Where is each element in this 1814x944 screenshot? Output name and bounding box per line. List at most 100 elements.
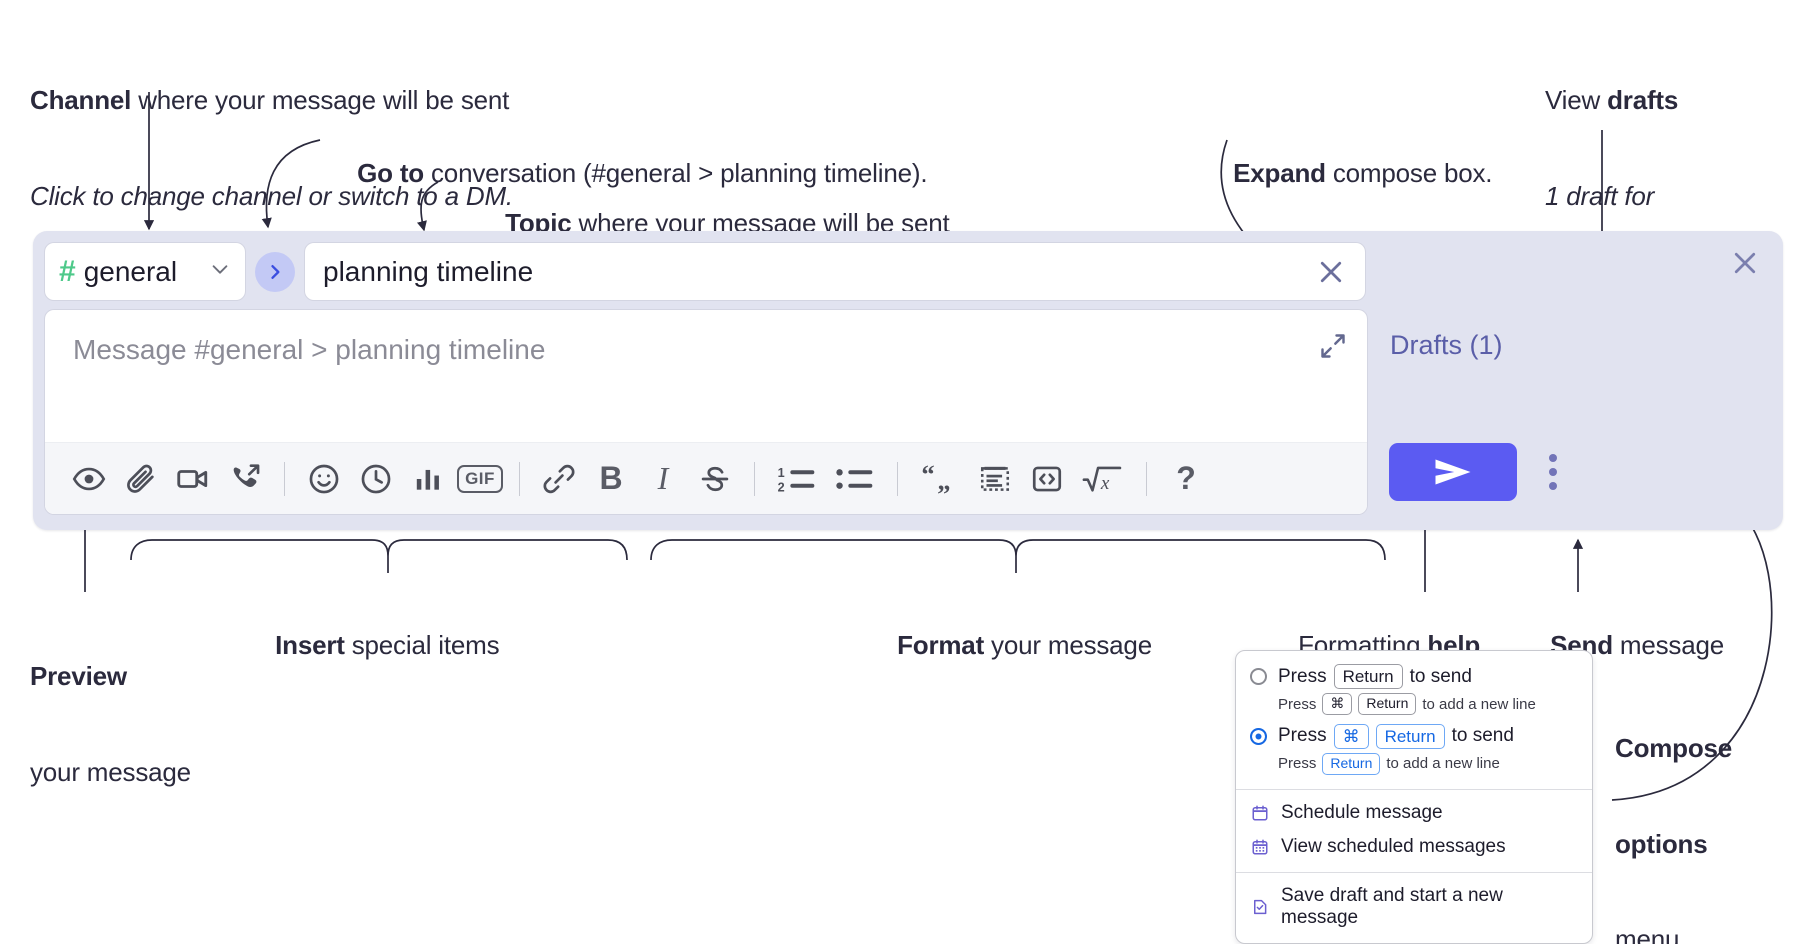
code-block-icon xyxy=(980,466,1010,491)
ordered-list-button[interactable]: 1 2 xyxy=(768,453,826,505)
annotation-format-bold: Format xyxy=(897,629,985,660)
topic-clear-button[interactable] xyxy=(1311,252,1351,292)
emoji-button[interactable] xyxy=(298,453,350,505)
emoji-icon xyxy=(309,464,339,493)
compose-panel: # general planning timeline xyxy=(33,231,1783,530)
send-option-cmd-return[interactable]: Press ⌘ Return to send xyxy=(1236,721,1592,752)
hash-icon: # xyxy=(59,254,76,288)
message-input-box[interactable]: Message #general > planning timeline xyxy=(45,310,1367,514)
latex-icon: x xyxy=(1082,466,1122,493)
menu-divider xyxy=(1236,788,1592,790)
key-return: Return xyxy=(1322,753,1381,775)
strikethrough-button[interactable] xyxy=(689,453,741,505)
annotation-compose-options: Compose options menu xyxy=(1615,670,1732,944)
drafts-link[interactable]: Drafts (1) xyxy=(1390,330,1503,360)
annotation-insert: Insert special items xyxy=(247,598,500,693)
kebab-menu-icon xyxy=(1549,482,1557,490)
menu-divider xyxy=(1236,871,1592,873)
annotation-compose-rest: menu xyxy=(1615,923,1680,944)
option-pre: Press xyxy=(1278,665,1327,687)
attach-file-button[interactable] xyxy=(115,453,167,505)
message-placeholder: Message #general > planning timeline xyxy=(73,334,546,365)
send-icon xyxy=(1435,459,1471,485)
latex-button[interactable]: x xyxy=(1073,453,1133,505)
channel-selector[interactable]: # general xyxy=(45,243,245,300)
annotation-send: Send message xyxy=(1522,598,1724,693)
bold-button[interactable]: B xyxy=(585,453,637,505)
kebab-menu-icon xyxy=(1549,454,1557,462)
svg-text:2: 2 xyxy=(778,480,785,494)
key-return: Return xyxy=(1375,723,1445,749)
menu-item-label: Save draft and start a new message xyxy=(1281,884,1503,928)
annotation-goto: Go to conversation (#general > planning … xyxy=(329,126,927,221)
annotation-drafts-pre: View xyxy=(1545,85,1608,116)
goto-conversation-button[interactable] xyxy=(255,251,295,292)
code-button[interactable] xyxy=(1021,453,1073,505)
topic-input[interactable]: planning timeline xyxy=(305,243,1365,300)
toolbar-separator xyxy=(754,461,755,496)
bold-icon: B xyxy=(599,460,623,496)
svg-text:“: “ xyxy=(921,462,934,489)
clock-icon xyxy=(361,464,391,493)
annotation-compose-bold-2: options xyxy=(1615,828,1708,859)
menu-item-save-draft[interactable]: Save draft and start a new message xyxy=(1236,879,1592,939)
option-pre: Press xyxy=(1278,725,1327,747)
poll-icon xyxy=(416,469,439,490)
link-button[interactable] xyxy=(533,453,585,505)
annotation-preview-rest: your message xyxy=(30,756,191,787)
video-icon xyxy=(177,469,208,488)
formatting-help-button[interactable]: ? xyxy=(1160,453,1212,505)
ordered-list-icon: 1 2 xyxy=(778,466,815,494)
panel-close-button[interactable] xyxy=(1727,245,1763,281)
chevron-down-icon xyxy=(209,258,231,285)
menu-item-view-scheduled[interactable]: View scheduled messages xyxy=(1236,830,1592,864)
gif-button[interactable]: GIF xyxy=(454,453,506,505)
menu-item-label: Schedule message xyxy=(1281,801,1443,823)
audio-clip-button[interactable] xyxy=(219,453,271,505)
svg-text:x: x xyxy=(1100,472,1110,493)
annotation-insert-rest: special items xyxy=(344,629,500,660)
poll-button[interactable] xyxy=(402,453,454,505)
preview-icon xyxy=(72,467,106,490)
annotation-preview: Preview your message xyxy=(30,598,191,852)
sub-pre: Press xyxy=(1278,695,1317,713)
annotation-compose-bold-1: Compose xyxy=(1615,733,1733,764)
compose-options-menu: Press Return to send Press ⌘ Return to a… xyxy=(1235,650,1593,944)
expand-compose-button[interactable] xyxy=(1313,326,1353,366)
send-button[interactable] xyxy=(1389,443,1517,501)
sub-pre: Press xyxy=(1278,755,1317,773)
link-icon xyxy=(543,464,575,493)
annotation-expand-bold: Expand xyxy=(1233,157,1326,188)
preview-button[interactable] xyxy=(63,453,115,505)
bulleted-list-icon xyxy=(836,468,873,489)
toolbar-separator xyxy=(897,461,898,496)
compose-options-button[interactable] xyxy=(1538,443,1568,501)
key-command: ⌘ xyxy=(1322,693,1353,715)
toolbar-separator xyxy=(1146,461,1147,496)
chevron-right-icon xyxy=(271,264,280,279)
option-post: to send xyxy=(1409,665,1472,687)
send-option-return[interactable]: Press Return to send xyxy=(1236,661,1592,692)
annotation-expand: Expand compose box. xyxy=(1205,126,1492,221)
compose-header-row: # general planning timeline xyxy=(45,243,1365,300)
blockquote-button[interactable]: “ „ xyxy=(911,453,969,505)
expand-icon xyxy=(1321,334,1345,358)
reminder-button[interactable] xyxy=(350,453,402,505)
bulleted-list-button[interactable] xyxy=(826,453,884,505)
italic-button[interactable]: I xyxy=(637,453,689,505)
close-icon xyxy=(1734,252,1756,274)
key-command: ⌘ xyxy=(1333,723,1369,749)
annotation-channel-italic: Click to change channel or switch to a D… xyxy=(30,180,513,211)
video-clip-button[interactable] xyxy=(167,453,219,505)
italic-icon: I xyxy=(657,460,669,496)
blockquote-icon: “ „ xyxy=(921,462,950,496)
key-return: Return xyxy=(1358,693,1417,715)
toolbar-separator xyxy=(519,461,520,496)
radio-button-selected[interactable] xyxy=(1250,727,1267,745)
svg-text:„: „ xyxy=(937,465,950,495)
radio-button[interactable] xyxy=(1250,668,1267,686)
code-block-button[interactable] xyxy=(969,453,1021,505)
menu-item-schedule-message[interactable]: Schedule message xyxy=(1236,796,1592,830)
option-label: Press ⌘ Return to send xyxy=(1278,723,1514,749)
calendar-icon xyxy=(1250,803,1270,823)
